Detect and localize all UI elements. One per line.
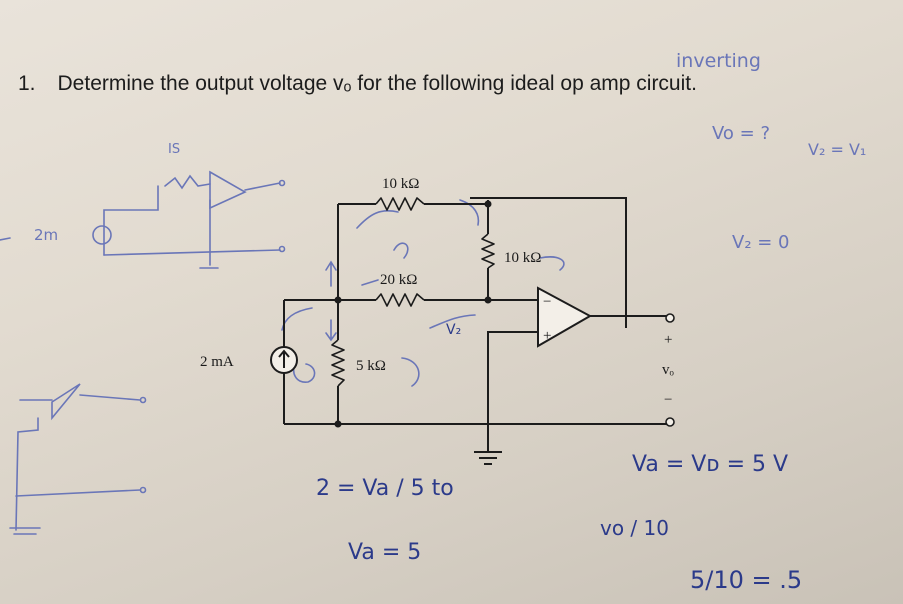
note-is: IS (168, 142, 181, 157)
label-out-plus: + (664, 332, 672, 348)
label-r-top: 10 kΩ (382, 176, 419, 192)
resistor-mid (375, 293, 425, 307)
label-r-shunt: 5 kΩ (356, 358, 386, 374)
note-final-answer: 5/10 = .5 (690, 566, 803, 594)
ground-symbol (474, 451, 502, 465)
note-va-5: Va = 5 (348, 540, 422, 565)
note-inverting: inverting (676, 50, 761, 72)
label-r-mid: 20 kΩ (380, 272, 417, 288)
resistor-right (481, 233, 495, 269)
junction-dot (484, 200, 492, 208)
junction-dot (334, 420, 342, 428)
op-amp (537, 286, 593, 348)
question-number: 1. (18, 72, 36, 95)
label-out-vo: vₒ (662, 362, 675, 378)
note-v2-zero: V₂ = 0 (732, 232, 790, 253)
note-v2-equals-v1: V₂ = V₁ (808, 140, 867, 159)
note-va-equals: Va = Vᴅ = 5 V (632, 452, 789, 477)
note-vo-over-10: vo / 10 (600, 516, 669, 540)
opamp-plus-sign: + (543, 328, 551, 344)
question-body: Determine the output voltage vₒ for the … (57, 72, 697, 95)
label-source: 2 mA (200, 354, 234, 370)
label-out-minus: − (664, 392, 672, 408)
output-terminal-plus (665, 313, 675, 323)
question-text: 1. Determine the output voltage vₒ for th… (18, 72, 697, 96)
output-terminal-minus (665, 417, 675, 427)
current-source (270, 346, 298, 374)
resistor-shunt (331, 339, 345, 387)
label-r-right: 10 kΩ (504, 250, 541, 266)
junction-dot (334, 296, 342, 304)
junction-dot (484, 296, 492, 304)
note-2m: 2m (34, 226, 59, 244)
note-v2-node: V₂ (446, 322, 462, 338)
resistor-top (375, 197, 425, 211)
opamp-minus-sign: − (543, 294, 551, 310)
note-vo-question: Vo = ? (712, 123, 771, 144)
note-2-equals-va: 2 = Va / 5 to (316, 476, 454, 501)
